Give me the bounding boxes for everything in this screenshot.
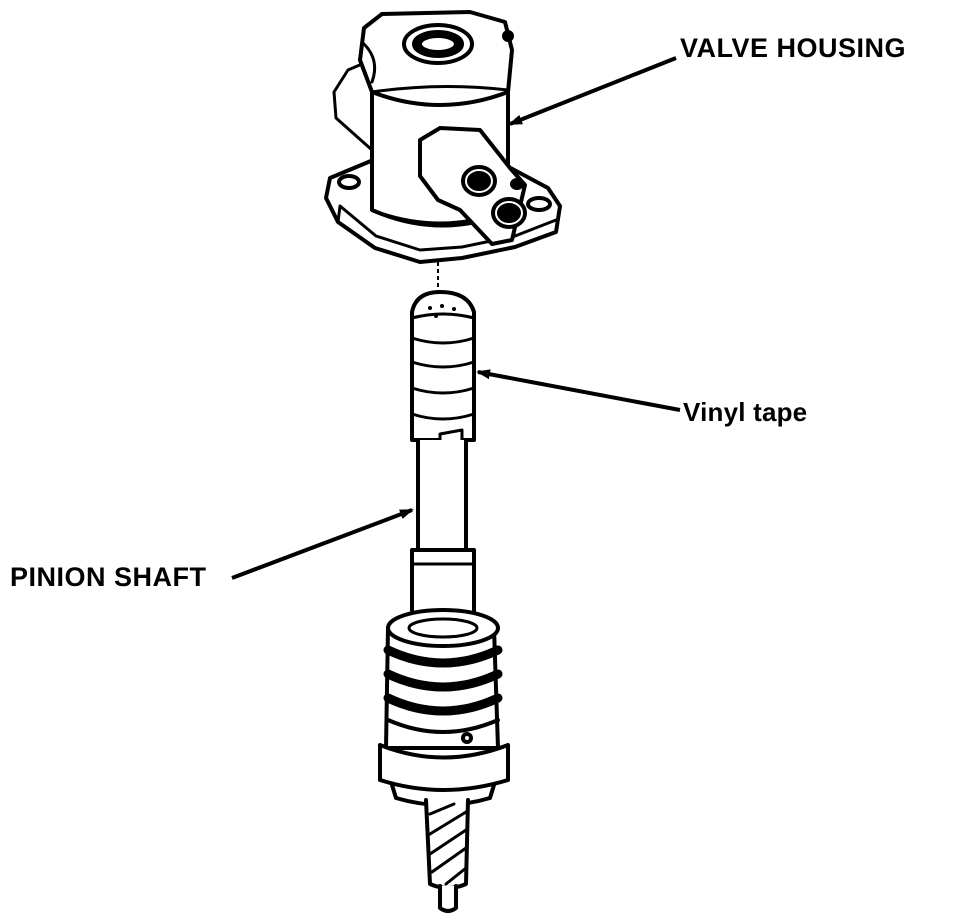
vinyl-tape-leader xyxy=(476,369,681,412)
valve-housing-label: VALVE HOUSING xyxy=(680,33,907,63)
pinion-shaft xyxy=(378,290,510,913)
valve-housing-leader xyxy=(508,56,677,126)
valve-housing xyxy=(324,10,562,264)
vinyl-tape-label: Vinyl tape xyxy=(683,397,808,427)
pinion-shaft-label: PINION SHAFT xyxy=(10,562,207,592)
pinion-shaft-leader xyxy=(231,508,414,580)
